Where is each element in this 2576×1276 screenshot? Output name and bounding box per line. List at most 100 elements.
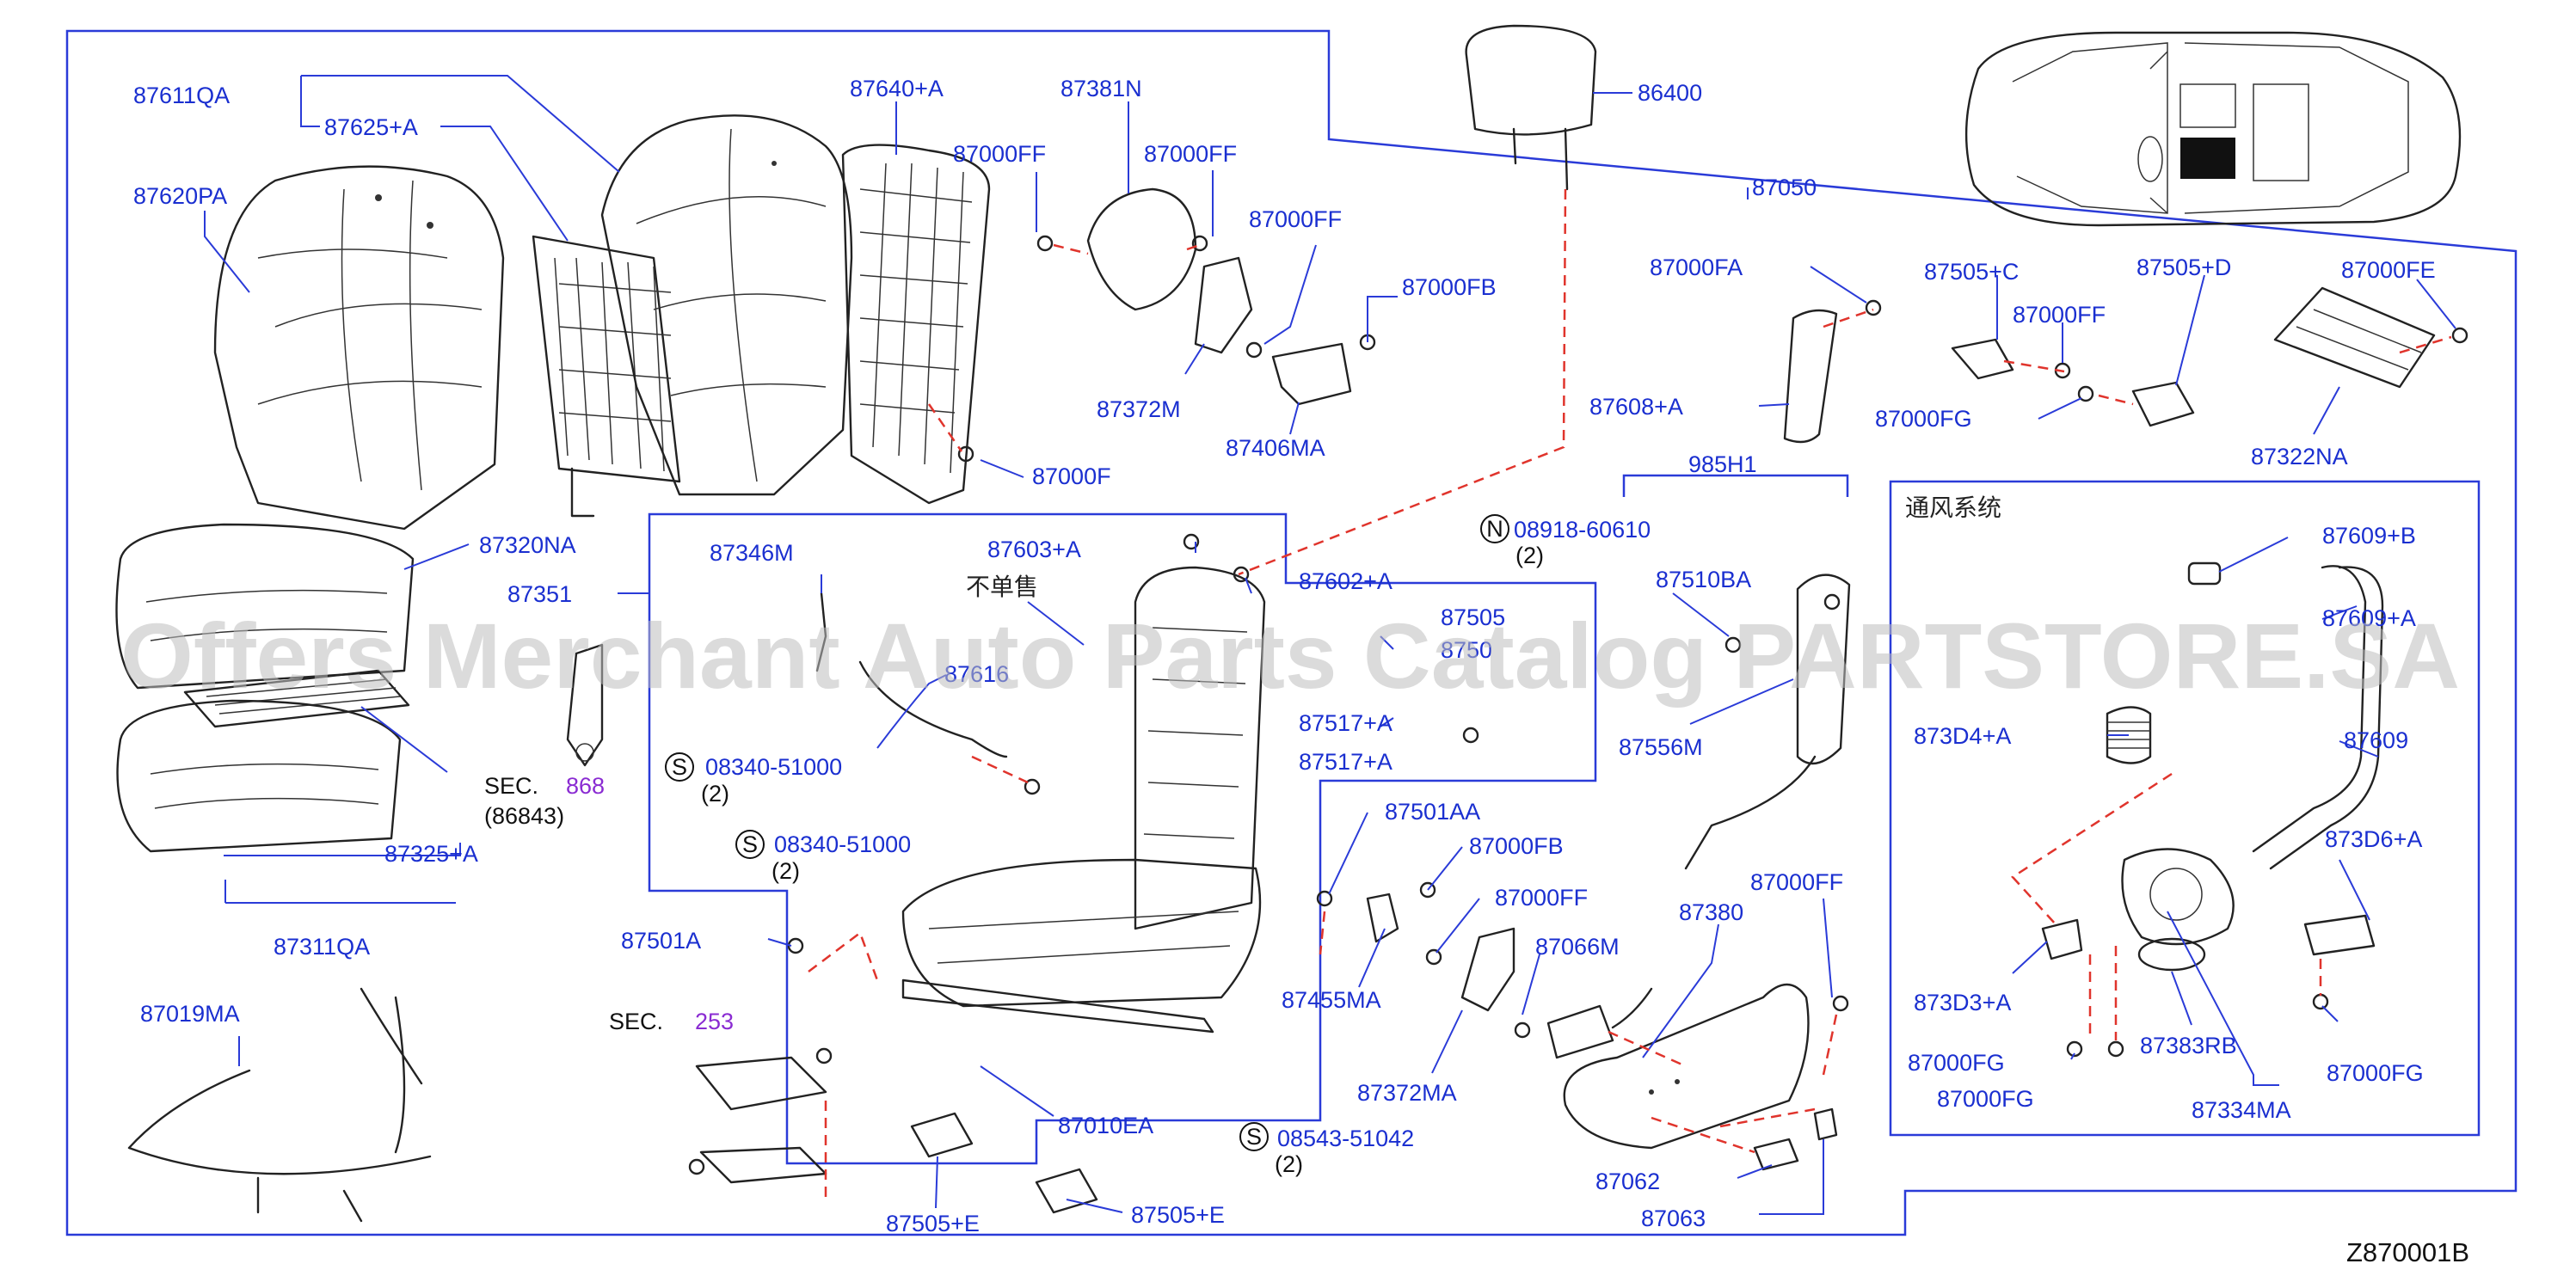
label-985H1[interactable]: 985H1 — [1688, 451, 1757, 477]
cover-87505C — [1951, 338, 2014, 380]
label-08340-51000-2[interactable]: 08340-51000 — [774, 831, 911, 857]
label-87346M[interactable]: 87346M — [710, 540, 794, 566]
label-87620PA[interactable]: 87620PA — [133, 183, 227, 209]
label-87000FF-3[interactable]: 87000FF — [1249, 206, 1342, 232]
label-873D4A[interactable]: 873D4+A — [1914, 723, 2011, 749]
label-87050[interactable]: 87050 — [1752, 175, 1817, 200]
label-08918-qty: (2) — [1515, 543, 1544, 568]
label-87455MA[interactable]: 87455MA — [1282, 987, 1381, 1013]
harness-87019MA — [127, 987, 432, 1223]
seat-frame-subgroup-frame — [648, 512, 1597, 1165]
part-labels[interactable]: 87611QA 87625+A 87620PA 87640+A 87381N 8… — [133, 76, 2436, 1236]
car-top-view-icon — [1964, 31, 2462, 227]
svg-text:S: S — [672, 754, 687, 780]
label-87325A[interactable]: 87325+A — [384, 841, 478, 867]
label-87320NA[interactable]: 87320NA — [479, 532, 576, 558]
label-87000FG-3[interactable]: 87000FG — [1937, 1086, 2034, 1112]
label-87517A-1[interactable]: 87517+A — [1299, 710, 1393, 736]
label-sec-253[interactable]: 253 — [695, 1009, 734, 1034]
label-08918-60610[interactable]: 08918-60610 — [1514, 517, 1651, 543]
label-87063[interactable]: 87063 — [1641, 1205, 1706, 1231]
label-87603A[interactable]: 87603+A — [987, 537, 1081, 562]
ventilation-system-frame — [1889, 480, 2481, 1137]
label-87608A[interactable]: 87608+A — [1589, 394, 1683, 420]
label-08543-51042[interactable]: 08543-51042 — [1277, 1126, 1414, 1151]
label-87372M[interactable]: 87372M — [1097, 396, 1181, 422]
label-87640A[interactable]: 87640+A — [850, 76, 944, 101]
label-873D3A[interactable]: 873D3+A — [1914, 990, 2011, 1015]
label-87505C[interactable]: 87505+C — [1924, 259, 2019, 285]
label-87517A-2[interactable]: 87517+A — [1299, 749, 1393, 775]
label-08340-51000-1[interactable]: 08340-51000 — [705, 754, 842, 780]
label-87505D[interactable]: 87505+D — [2136, 255, 2231, 280]
seat-cushion-cover-87311QA — [116, 699, 402, 853]
side-airbag-87510BA — [1684, 574, 1851, 870]
cover-87455MA — [1366, 893, 1399, 943]
label-87334MA[interactable]: 87334MA — [2192, 1097, 2291, 1123]
label-87000FG-2[interactable]: 87000FG — [1908, 1050, 2005, 1076]
label-87383RB[interactable]: 87383RB — [2140, 1033, 2237, 1058]
label-87010EA[interactable]: 87010EA — [1058, 1113, 1153, 1138]
label-87406MA[interactable]: 87406MA — [1226, 435, 1325, 461]
label-8750x-partial[interactable]: 8750 — [1441, 637, 1492, 663]
label-87311QA[interactable]: 87311QA — [274, 934, 370, 960]
label-87000FB-1[interactable]: 87000FB — [1402, 274, 1497, 300]
label-87510BA[interactable]: 87510BA — [1656, 567, 1751, 592]
label-873D6A[interactable]: 873D6+A — [2325, 826, 2422, 852]
label-87000FF-1[interactable]: 87000FF — [953, 141, 1046, 167]
label-87000FG-4[interactable]: 87000FG — [2327, 1060, 2424, 1086]
connector-873D3A — [2041, 918, 2083, 960]
label-87602A[interactable]: 87602+A — [1299, 568, 1393, 594]
label-87625A[interactable]: 87625+A — [324, 114, 418, 140]
seat-back-pad-87611QA — [600, 114, 853, 496]
label-sec-prefix-1: SEC. — [484, 773, 538, 799]
label-87000FE[interactable]: 87000FE — [2341, 257, 2436, 283]
side-shield-87380 — [1563, 983, 1810, 1150]
label-87000FG-1[interactable]: 87000FG — [1875, 406, 1972, 432]
seat-back-frame-mat-87640A — [841, 144, 991, 505]
label-87000FF-5[interactable]: 87000FF — [1495, 885, 1588, 911]
label-87505[interactable]: 87505 — [1441, 604, 1505, 630]
label-87000FB-2[interactable]: 87000FB — [1469, 833, 1564, 859]
label-87609B[interactable]: 87609+B — [2322, 523, 2416, 549]
label-87609A[interactable]: 87609+A — [2322, 605, 2416, 631]
label-87505E-1[interactable]: 87505+E — [886, 1211, 980, 1236]
s-badge-3: S — [1239, 1122, 1269, 1151]
label-sec-868[interactable]: 868 — [566, 773, 605, 799]
label-sec-868-sub: (86843) — [484, 803, 564, 829]
label-86400[interactable]: 86400 — [1638, 80, 1702, 106]
label-08340-qty-2: (2) — [772, 858, 800, 884]
label-87062[interactable]: 87062 — [1595, 1169, 1660, 1194]
dashed-assembly-lines — [808, 188, 2452, 1199]
label-87322NA[interactable]: 87322NA — [2251, 444, 2348, 469]
label-87616[interactable]: 87616 — [944, 661, 1009, 687]
label-87066M[interactable]: 87066M — [1535, 934, 1620, 960]
label-not-sold: 不单售 — [966, 573, 1038, 601]
label-87501A[interactable]: 87501A — [621, 928, 701, 954]
seat-cushion-pad-87320NA — [115, 523, 415, 690]
label-87000FA[interactable]: 87000FA — [1650, 255, 1743, 280]
label-87556M[interactable]: 87556M — [1619, 734, 1703, 760]
label-87372MA[interactable]: 87372MA — [1357, 1080, 1457, 1106]
label-87000F[interactable]: 87000F — [1032, 463, 1111, 489]
label-87351[interactable]: 87351 — [507, 581, 572, 607]
seat-back-cover-87620PA — [213, 165, 505, 531]
cover-87322NA — [2273, 286, 2436, 389]
n-badge: N — [1480, 514, 1509, 543]
label-87000FF-2[interactable]: 87000FF — [1144, 141, 1237, 167]
label-87505E-2[interactable]: 87505+E — [1131, 1202, 1225, 1228]
diagram-code: Z870001B — [2346, 1237, 2469, 1267]
label-87000FF-4[interactable]: 87000FF — [2013, 302, 2106, 328]
label-87501AA[interactable]: 87501AA — [1385, 799, 1480, 825]
label-87611QA[interactable]: 87611QA — [133, 83, 230, 108]
label-87381N[interactable]: 87381N — [1061, 76, 1142, 101]
leader-lines — [204, 75, 2456, 1215]
main-assembly-frame — [65, 29, 2518, 1236]
label-87019MA[interactable]: 87019MA — [140, 1001, 240, 1027]
label-87000FF-6[interactable]: 87000FF — [1750, 869, 1843, 895]
label-87380[interactable]: 87380 — [1679, 899, 1743, 925]
label-87609[interactable]: 87609 — [2344, 727, 2408, 753]
watermark: Offers Merchant Auto Parts Catalog PARTS… — [120, 604, 2460, 708]
